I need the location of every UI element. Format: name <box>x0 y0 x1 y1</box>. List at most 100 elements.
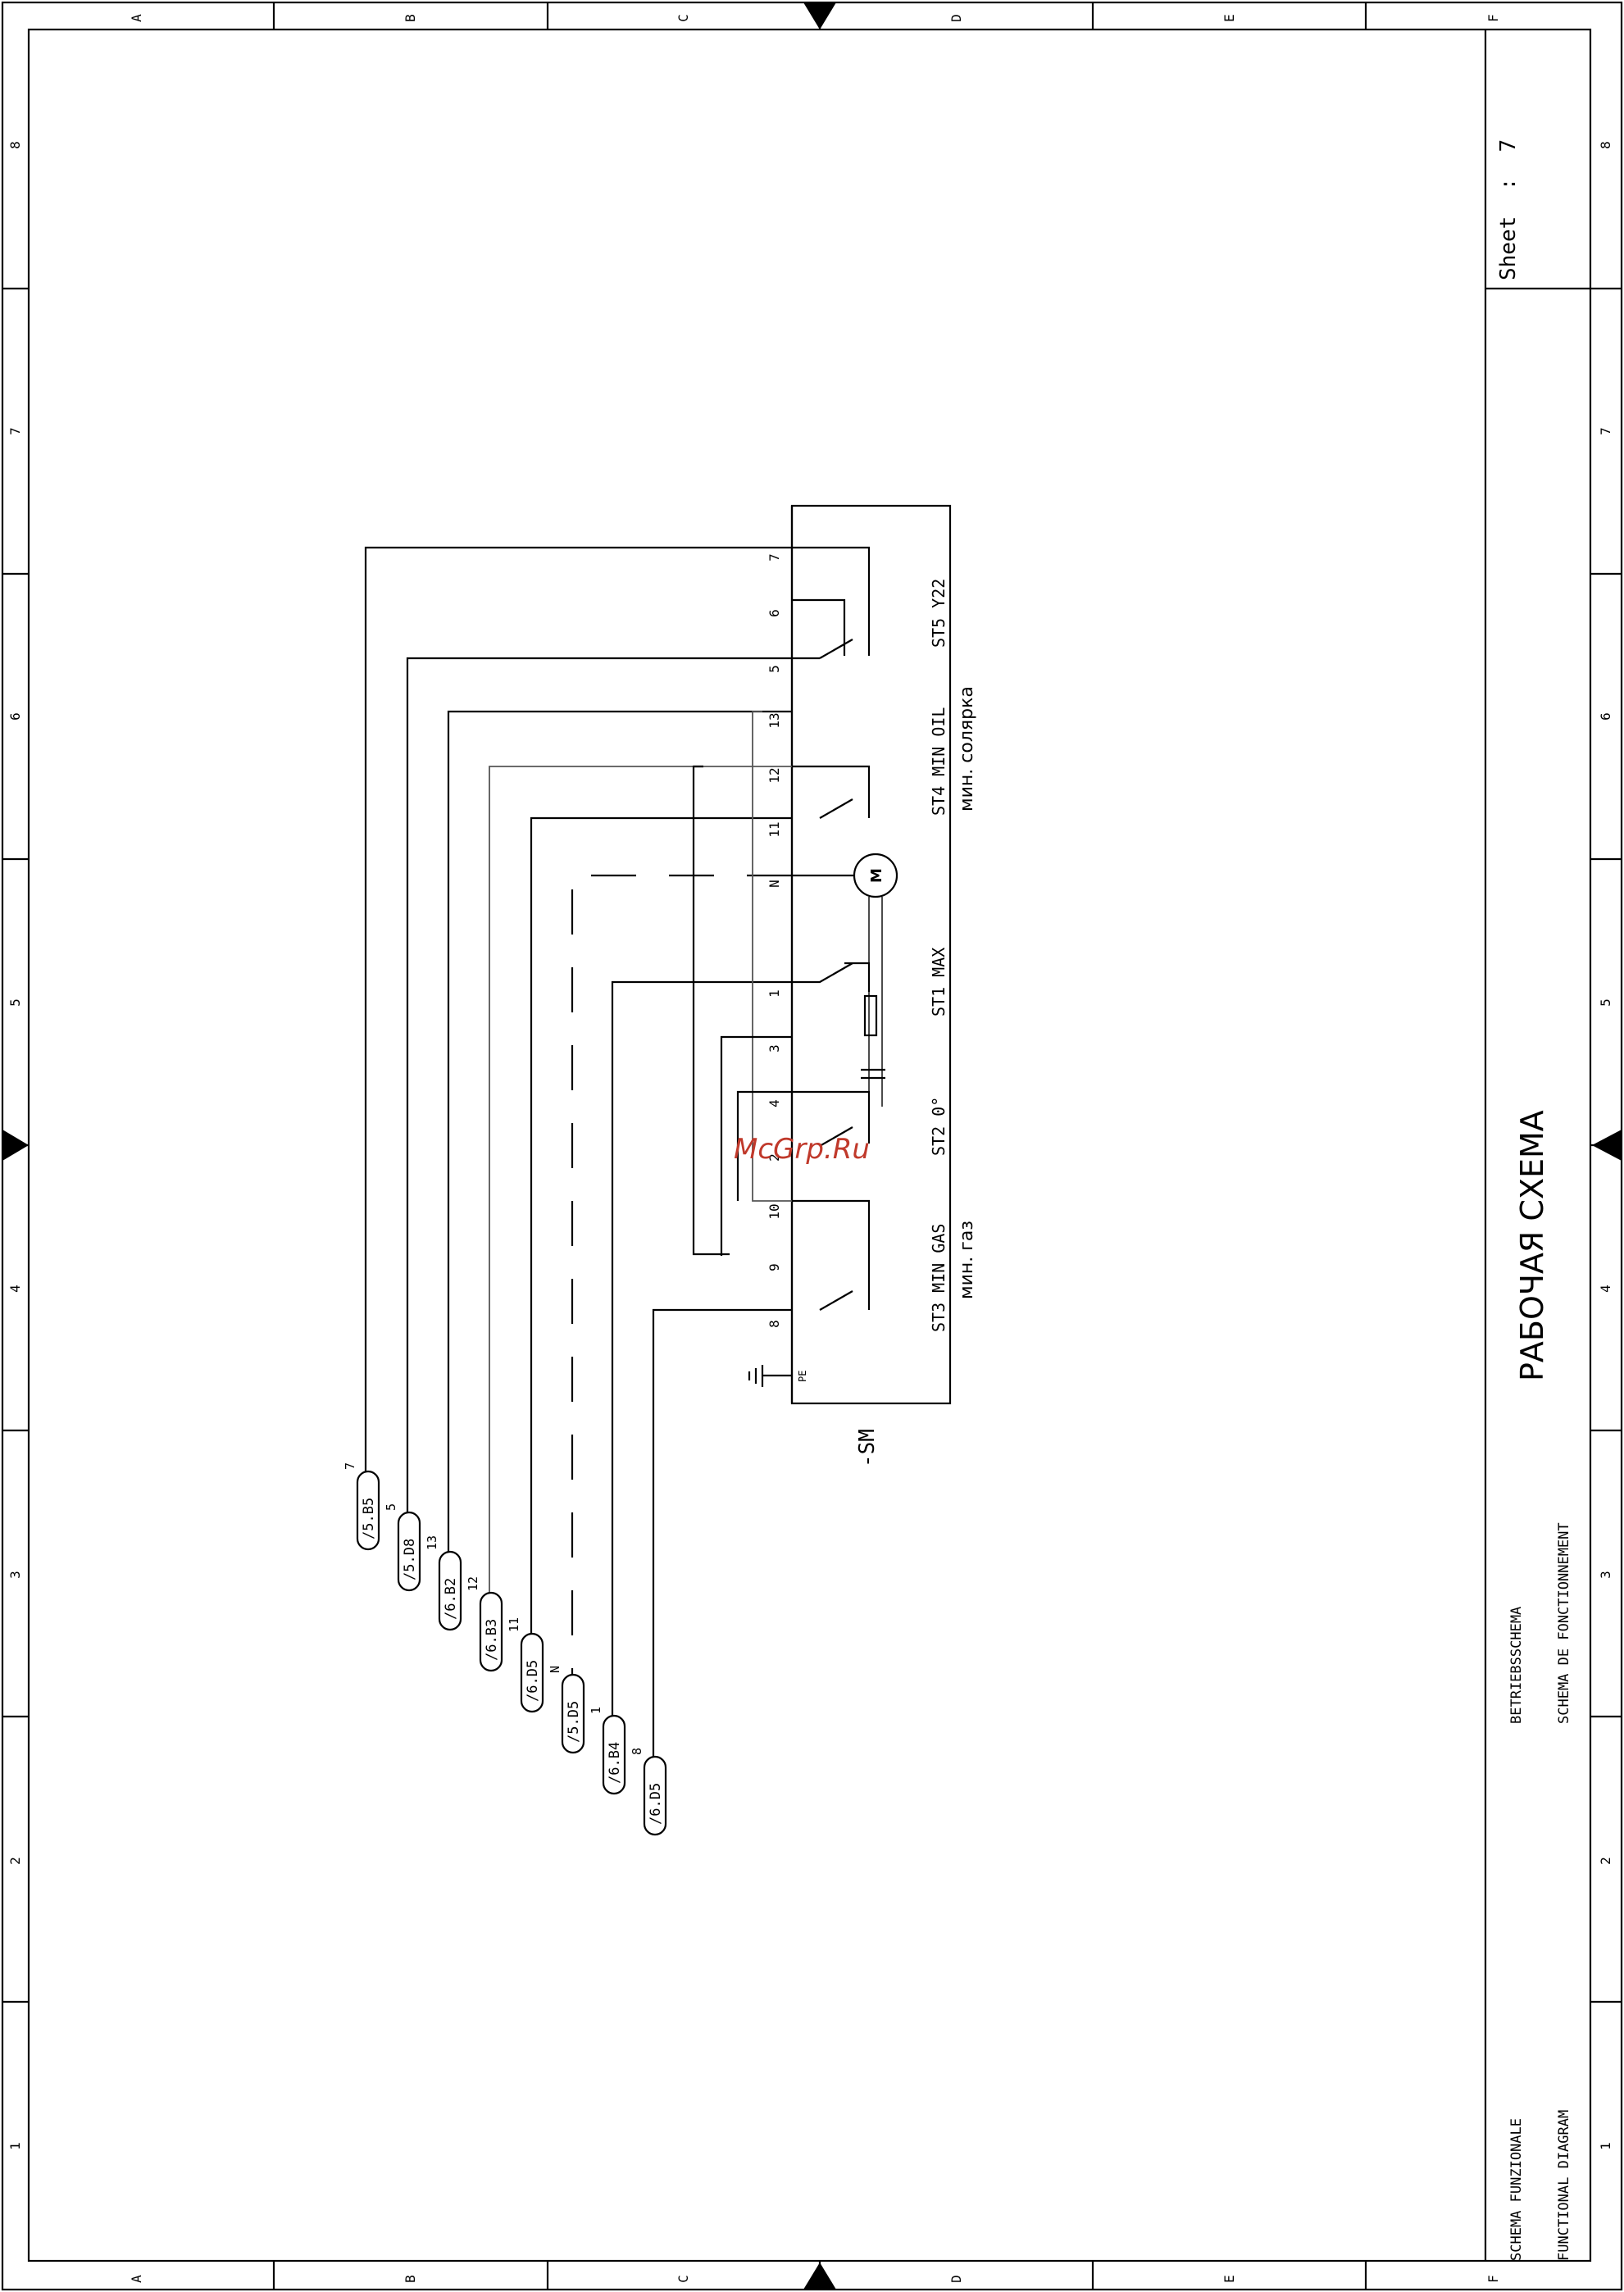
terminal-number: 3 <box>767 1044 782 1053</box>
center-mark-left <box>2 1130 29 1161</box>
zone-number: 4 <box>1598 1285 1613 1293</box>
center-mark-bottom <box>803 2262 836 2290</box>
reference-code: /6.D5 <box>525 1660 541 1702</box>
zone-number: 2 <box>7 1857 23 1865</box>
internal-links <box>692 711 792 1256</box>
zone-letter: B <box>403 2275 418 2283</box>
reference-flag <box>520 1632 544 1713</box>
zone-number: 6 <box>7 712 23 721</box>
zone-number: 1 <box>7 2142 23 2150</box>
zone-number: 3 <box>1598 1571 1613 1579</box>
switch-st1 <box>792 962 871 992</box>
zone-letter: D <box>948 2275 964 2283</box>
zone-letter: D <box>948 14 964 22</box>
wire-number: N <box>548 1666 562 1673</box>
reference-flag <box>643 1755 667 1836</box>
title-betriebsschema: BETRIEBSSCHEMA <box>1508 1607 1525 1724</box>
zone-number: 6 <box>1598 712 1613 721</box>
terminal-number: 6 <box>767 609 782 617</box>
wire-8 <box>652 1308 792 1757</box>
wire-number: 12 <box>466 1576 480 1591</box>
terminal-number: 4 <box>767 1099 782 1107</box>
center-mark-right <box>1592 1130 1622 1161</box>
reference-code: /6.B2 <box>443 1578 459 1620</box>
reference-flag <box>356 1470 380 1551</box>
wire-12 <box>489 766 792 1593</box>
reference-flag <box>397 1511 421 1592</box>
earth-symbol <box>748 1365 792 1387</box>
wire-number: 7 <box>343 1462 357 1470</box>
reference-code: /6.D5 <box>648 1783 664 1825</box>
title-schema-funzionale: SCHEMA FUNZIONALE <box>1508 2118 1525 2261</box>
switch-box <box>790 504 952 1405</box>
zone-letter: A <box>129 2275 144 2283</box>
wire-13 <box>447 710 792 1552</box>
title-schema-fonctionnement: SCHEMA DE FONCTIONNEMENT <box>1556 1522 1572 1724</box>
terminal-number: 11 <box>767 821 782 837</box>
reference-flag <box>602 1714 626 1795</box>
wire-7 <box>364 546 792 1471</box>
wire-number: 11 <box>507 1617 521 1632</box>
reference-code: /5.B5 <box>361 1498 377 1539</box>
wire-number: 1 <box>589 1707 603 1714</box>
zone-number: 5 <box>1598 998 1613 1007</box>
switch-st5 <box>792 546 871 660</box>
zone-number: 5 <box>7 998 23 1007</box>
title-functional-diagram: FUNCTIONAL DIAGRAM <box>1556 2110 1572 2261</box>
reference-code: /6.B3 <box>484 1619 500 1661</box>
zone-letter: A <box>129 14 144 22</box>
center-mark-top <box>803 2 836 30</box>
terminal-number: 13 <box>767 712 782 728</box>
zone-letter: E <box>1221 14 1237 22</box>
switch-label-st2: ST2 0° <box>929 1097 948 1156</box>
zone-number: 4 <box>7 1285 23 1293</box>
resistor-symbol <box>863 994 878 1037</box>
wire-number: 13 <box>425 1535 439 1550</box>
component-tag: -SM <box>855 1429 880 1467</box>
zone-number: 7 <box>7 427 23 435</box>
reference-code: /5.D8 <box>402 1539 418 1580</box>
zone-letter: F <box>1485 2275 1501 2283</box>
sheet-label: Sheet : 7 <box>1496 139 1521 280</box>
terminal-number: 8 <box>767 1320 782 1328</box>
switch-st4 <box>792 765 871 819</box>
reference-flag <box>479 1591 503 1672</box>
reference-flags <box>356 1470 667 1836</box>
zone-letter: F <box>1485 14 1501 22</box>
zone-letter: E <box>1221 2275 1237 2283</box>
wire-5 <box>406 657 792 1512</box>
diagram-title: РАБОЧАЯ СХЕМА <box>1514 1110 1550 1381</box>
switch-label-st4-ru: мин. солярка <box>957 686 977 812</box>
terminal-number: 9 <box>767 1263 782 1271</box>
switch-label-st5: ST5 Y22 <box>929 579 948 648</box>
terminal-number: 1 <box>767 989 782 998</box>
switch-label-st3-ru: мин. газ <box>957 1221 977 1299</box>
terminal-number: 5 <box>767 665 782 673</box>
terminal-number: N <box>767 880 782 888</box>
zone-number: 8 <box>7 141 23 149</box>
switch-label-st4: ST4 MIN OIL <box>929 707 948 816</box>
reference-code: /6.B4 <box>607 1742 623 1784</box>
reference-flag <box>561 1673 585 1754</box>
wire-N <box>571 874 792 1675</box>
zone-number: 7 <box>1598 427 1613 435</box>
zone-letter: B <box>403 14 418 22</box>
capacitor-symbol <box>861 1068 885 1080</box>
reference-flag <box>438 1550 462 1631</box>
wire-number: 8 <box>630 1748 644 1755</box>
terminal-number: 12 <box>767 767 782 783</box>
reference-code: /5.D5 <box>566 1701 582 1743</box>
terminal-number: 7 <box>767 553 782 562</box>
terminal-number: 2 <box>767 1153 782 1162</box>
switch-label-st3: ST3 MIN GAS <box>929 1224 948 1332</box>
motor-symbol <box>792 853 898 1107</box>
zone-number: 2 <box>1598 1857 1613 1865</box>
watermark: McGrp.Ru <box>734 1133 870 1166</box>
wire-number: 5 <box>384 1503 398 1511</box>
terminal-number: 10 <box>767 1203 782 1219</box>
zone-number: 8 <box>1598 141 1613 149</box>
zone-letter: C <box>676 14 691 22</box>
earth-label: PE <box>797 1371 808 1382</box>
motor-label: M <box>868 868 885 883</box>
